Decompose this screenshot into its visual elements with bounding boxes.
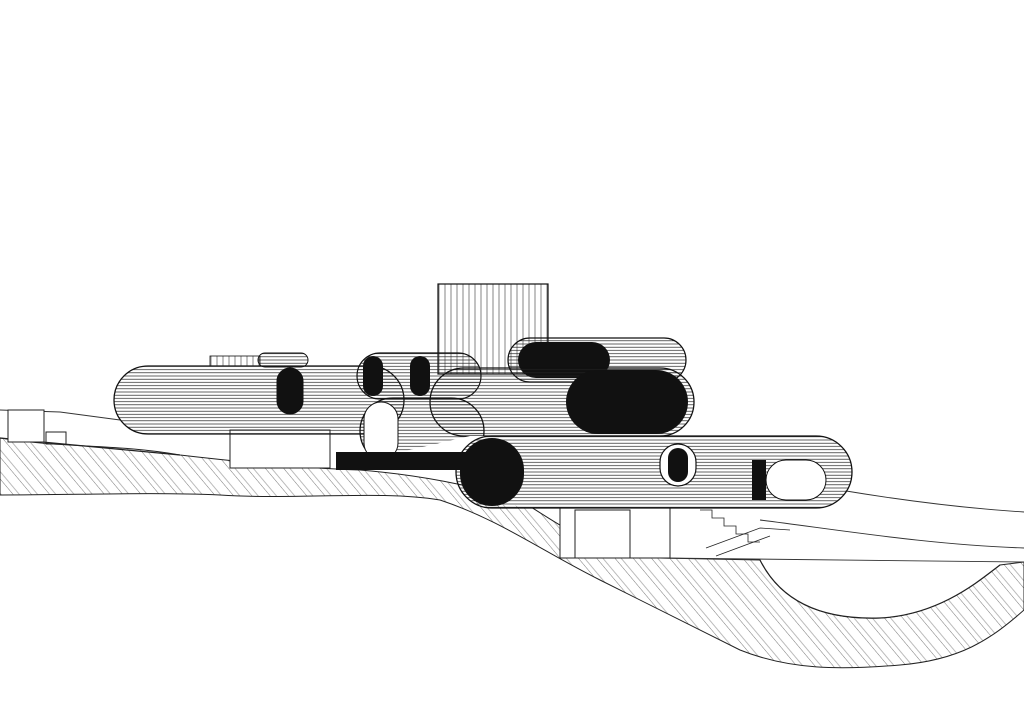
tube-lower-right <box>336 435 853 509</box>
left-wall <box>7 409 67 445</box>
tube-center-long <box>429 367 695 437</box>
tube-left-long <box>113 365 405 435</box>
tube-top-small-left <box>209 352 309 368</box>
exterior-stair <box>700 509 791 557</box>
